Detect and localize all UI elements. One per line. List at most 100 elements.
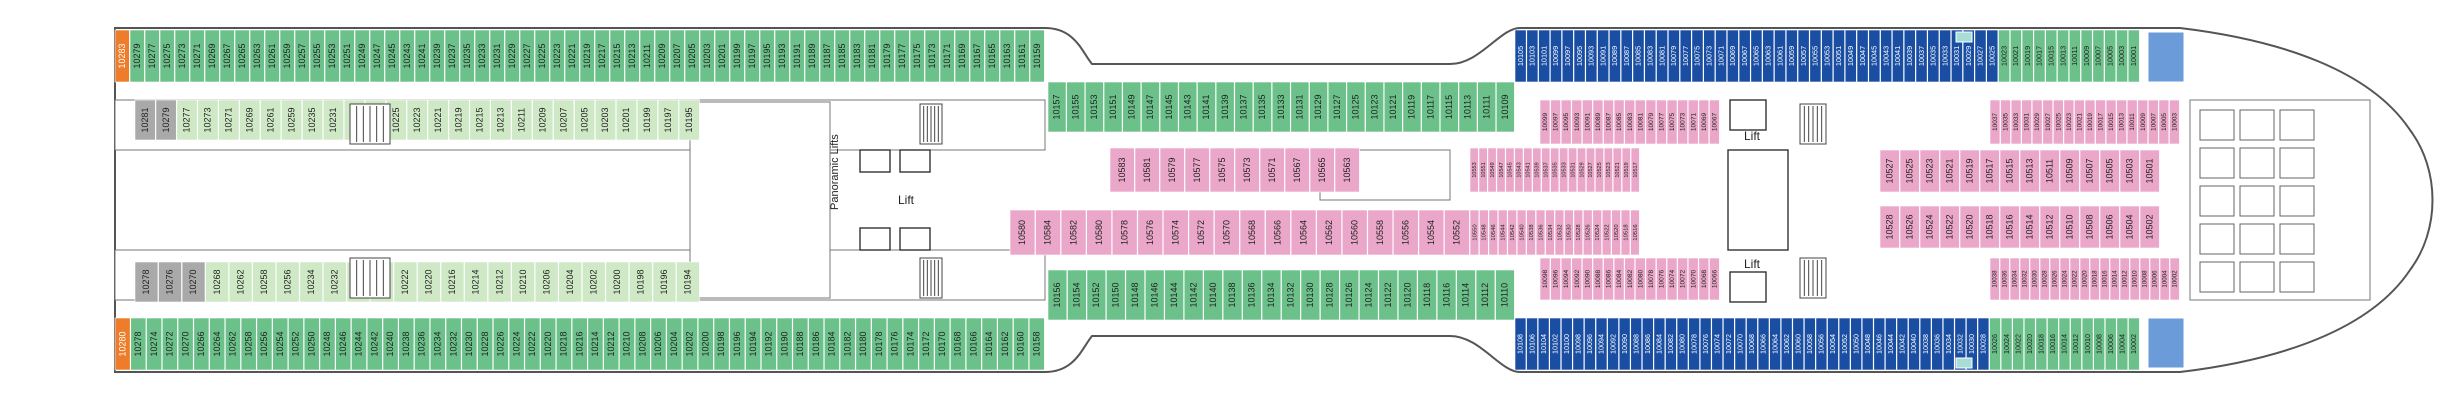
cabin-10081[interactable]: 10081 [1656, 29, 1669, 83]
cabin-10052[interactable]: 10052 [1838, 317, 1851, 371]
cabin-10237[interactable]: 10237 [444, 29, 460, 83]
cabin-10262[interactable]: 10262 [225, 317, 241, 371]
cabin-10030[interactable]: 10030 [1966, 317, 1978, 371]
cabin-10147[interactable]: 10147 [1141, 81, 1160, 133]
cabin-10205[interactable]: 10205 [574, 99, 596, 141]
cabin-10192[interactable]: 10192 [760, 317, 777, 371]
cabin-10576[interactable]: 10576 [1137, 209, 1164, 256]
cabin-10153[interactable]: 10153 [1085, 81, 1104, 133]
cabin-10173[interactable]: 10173 [924, 29, 940, 83]
cabin-10103[interactable]: 10103 [1526, 29, 1539, 83]
cabin-10214[interactable]: 10214 [587, 317, 604, 371]
cabin-10088[interactable]: 10088 [1630, 317, 1643, 371]
cabin-10506[interactable]: 10506 [2099, 205, 2120, 249]
cabin-10233[interactable]: 10233 [474, 29, 490, 83]
cabin-10504[interactable]: 10504 [2119, 205, 2140, 249]
cabin-10553[interactable]: 10553 [1469, 147, 1479, 193]
cabin-10179[interactable]: 10179 [879, 29, 895, 83]
cabin-10146[interactable]: 10146 [1144, 269, 1165, 321]
cabin-10175[interactable]: 10175 [909, 29, 925, 83]
cabin-10068[interactable]: 10068 [1698, 257, 1710, 301]
cabin-10278[interactable]: 10278 [130, 317, 147, 371]
cabin-10011[interactable]: 10011 [2068, 29, 2081, 83]
cabin-10219[interactable]: 10219 [579, 29, 595, 83]
cabin-10085[interactable]: 10085 [1632, 29, 1645, 83]
cabin-10046[interactable]: 10046 [1873, 317, 1886, 371]
cabin-10277[interactable]: 10277 [144, 29, 160, 83]
cabin-10230[interactable]: 10230 [461, 317, 478, 371]
cabin-10575[interactable]: 10575 [1209, 147, 1235, 193]
cabin-10523[interactable]: 10523 [1603, 147, 1613, 193]
cabin-10280[interactable]: 10280 [114, 317, 131, 371]
cabin-10131[interactable]: 10131 [1290, 81, 1310, 133]
cabin-10271[interactable]: 10271 [189, 29, 205, 83]
cabin-10248[interactable]: 10248 [319, 317, 336, 371]
cabin-10024[interactable]: 10024 [2000, 317, 2013, 371]
cabin-10195[interactable]: 10195 [678, 99, 700, 141]
cabin-10268[interactable]: 10268 [205, 261, 229, 303]
cabin-10089[interactable]: 10089 [1592, 99, 1604, 145]
cabin-10090[interactable]: 10090 [1582, 257, 1593, 301]
cabin-10221[interactable]: 10221 [564, 29, 580, 83]
cabin-10580[interactable]: 10580 [1086, 209, 1112, 256]
cabin-10261[interactable]: 10261 [260, 99, 282, 141]
cabin-10060[interactable]: 10060 [1792, 317, 1805, 371]
cabin-10156[interactable]: 10156 [1047, 269, 1068, 321]
cabin-10227[interactable]: 10227 [519, 29, 535, 83]
cabin-10019[interactable]: 10019 [2021, 29, 2034, 83]
cabin-10273[interactable]: 10273 [174, 29, 190, 83]
cabin-10198[interactable]: 10198 [713, 317, 730, 371]
cabin-10080[interactable]: 10080 [1676, 317, 1689, 371]
cabin-10116[interactable]: 10116 [1436, 269, 1457, 321]
cabin-10035[interactable]: 10035 [1927, 29, 1940, 83]
cabin-10079[interactable]: 10079 [1668, 29, 1680, 83]
cabin-10523[interactable]: 10523 [1919, 149, 1940, 193]
cabin-10231[interactable]: 10231 [489, 29, 505, 83]
cabin-10014[interactable]: 10014 [2058, 317, 2071, 371]
cabin-10274[interactable]: 10274 [146, 317, 162, 371]
cabin-10536[interactable]: 10536 [1535, 209, 1546, 256]
cabin-10040[interactable]: 10040 [1908, 317, 1920, 371]
cabin-10032[interactable]: 10032 [2019, 257, 2030, 301]
cabin-10567[interactable]: 10567 [1284, 147, 1310, 193]
cabin-10204[interactable]: 10204 [666, 317, 683, 371]
cabin-10540[interactable]: 10540 [1516, 209, 1527, 256]
cabin-10212[interactable]: 10212 [603, 317, 620, 371]
cabin-10546[interactable]: 10546 [1488, 209, 1499, 256]
cabin-10207[interactable]: 10207 [669, 29, 685, 83]
cabin-10067[interactable]: 10067 [1709, 99, 1720, 145]
cabin-10017[interactable]: 10017 [2095, 99, 2106, 145]
cabin-10241[interactable]: 10241 [414, 29, 430, 83]
cabin-10271[interactable]: 10271 [218, 99, 240, 141]
cabin-10519[interactable]: 10519 [1621, 147, 1631, 193]
cabin-10076[interactable]: 10076 [1656, 257, 1667, 301]
cabin-10522[interactable]: 10522 [1601, 209, 1612, 256]
cabin-10019[interactable]: 10019 [2084, 99, 2096, 145]
cabin-10202[interactable]: 10202 [682, 317, 698, 371]
cabin-10098[interactable]: 10098 [1572, 317, 1585, 371]
cabin-10219[interactable]: 10219 [448, 99, 470, 141]
cabin-10539[interactable]: 10539 [1532, 147, 1542, 193]
cabin-10027[interactable]: 10027 [1974, 29, 1987, 83]
cabin-10209[interactable]: 10209 [654, 29, 670, 83]
cabin-10119[interactable]: 10119 [1402, 81, 1422, 133]
cabin-10252[interactable]: 10252 [288, 317, 304, 371]
cabin-10100[interactable]: 10100 [1561, 317, 1573, 371]
cabin-10077[interactable]: 10077 [1679, 29, 1692, 83]
cabin-10197[interactable]: 10197 [657, 99, 679, 141]
cabin-10112[interactable]: 10112 [1475, 269, 1496, 321]
cabin-10015[interactable]: 10015 [2105, 99, 2117, 145]
cabin-10191[interactable]: 10191 [789, 29, 805, 83]
cabin-10213[interactable]: 10213 [490, 99, 512, 141]
cabin-10111[interactable]: 10111 [1477, 81, 1497, 133]
cabin-10059[interactable]: 10059 [1785, 29, 1798, 83]
cabin-10118[interactable]: 10118 [1417, 269, 1437, 321]
cabin-10526[interactable]: 10526 [1899, 205, 1920, 249]
cabin-10236[interactable]: 10236 [414, 317, 430, 371]
cabin-10028[interactable]: 10028 [2039, 257, 2050, 301]
cabin-10512[interactable]: 10512 [2039, 205, 2060, 249]
cabin-10220[interactable]: 10220 [417, 261, 441, 303]
cabin-10135[interactable]: 10135 [1253, 81, 1272, 133]
cabin-10070[interactable]: 10070 [1734, 317, 1747, 371]
cabin-10049[interactable]: 10049 [1844, 29, 1857, 83]
